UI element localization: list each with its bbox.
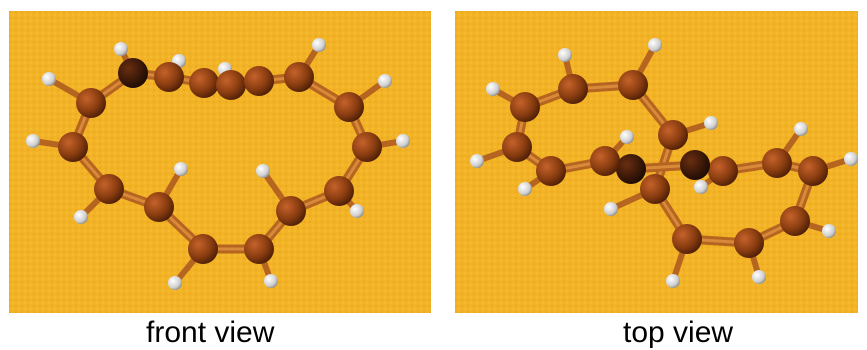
front-carbon-atom bbox=[324, 176, 354, 206]
top-hydrogen-atom bbox=[518, 182, 532, 196]
front-background bbox=[9, 11, 431, 313]
top-carbon-atom bbox=[708, 156, 738, 186]
top-carbon-atom bbox=[616, 154, 646, 184]
top-atoms bbox=[470, 38, 858, 288]
front-carbon-atom bbox=[189, 68, 219, 98]
front-carbon-atom bbox=[118, 58, 148, 88]
front-hydrogen-atom bbox=[26, 134, 40, 148]
top-carbon-atom bbox=[780, 206, 810, 236]
front-view-caption: front view bbox=[146, 316, 275, 349]
top-background bbox=[455, 11, 858, 313]
top-carbon-atom bbox=[640, 174, 670, 204]
top-carbon-atom bbox=[798, 156, 828, 186]
top-carbon-atom bbox=[510, 92, 540, 122]
front-carbon-atom bbox=[244, 234, 274, 264]
top-hydrogen-atom bbox=[486, 82, 500, 96]
top-carbon-atom bbox=[502, 132, 532, 162]
front-hydrogen-atom bbox=[396, 134, 410, 148]
top-view-caption: top view bbox=[623, 316, 734, 349]
front-carbon-atom bbox=[58, 132, 88, 162]
top-hydrogen-atom bbox=[470, 154, 484, 168]
front-hydrogen-atom bbox=[174, 162, 188, 176]
front-carbon-atom bbox=[144, 192, 174, 222]
top-carbon-atom bbox=[762, 148, 792, 178]
front-hydrogen-atom bbox=[378, 74, 392, 88]
front-carbon-atom bbox=[244, 66, 274, 96]
front-carbon-atom bbox=[216, 70, 246, 100]
front-hydrogen-atom bbox=[74, 210, 88, 224]
top-carbon-atom bbox=[680, 150, 710, 180]
front-hydrogen-atom bbox=[114, 42, 128, 56]
top-hydrogen-atom bbox=[666, 274, 680, 288]
front-atoms bbox=[26, 38, 410, 290]
front-hydrogen-atom bbox=[312, 38, 326, 52]
front-carbon-atom bbox=[188, 234, 218, 264]
top-hydrogen-atom bbox=[558, 48, 572, 62]
front-carbon-atom bbox=[352, 132, 382, 162]
top-carbon-atom bbox=[672, 224, 702, 254]
top-carbon-atom bbox=[536, 156, 566, 186]
top-hydrogen-atom bbox=[822, 224, 836, 238]
top-hydrogen-atom bbox=[794, 122, 808, 136]
top-view-molecule bbox=[455, 11, 858, 313]
front-carbon-atom bbox=[154, 62, 184, 92]
front-view-molecule bbox=[9, 11, 431, 313]
front-hydrogen-atom bbox=[168, 276, 182, 290]
top-carbon-atom bbox=[590, 146, 620, 176]
front-carbon-atom bbox=[334, 92, 364, 122]
front-hydrogen-atom bbox=[350, 204, 364, 218]
top-hydrogen-atom bbox=[620, 130, 634, 144]
top-hydrogen-atom bbox=[704, 116, 718, 130]
front-view-panel bbox=[9, 11, 431, 313]
front-carbon-atom bbox=[94, 174, 124, 204]
front-hydrogen-atom bbox=[42, 72, 56, 86]
top-hydrogen-atom bbox=[694, 180, 708, 194]
top-carbon-atom bbox=[734, 228, 764, 258]
top-hydrogen-atom bbox=[604, 202, 618, 216]
top-hydrogen-atom bbox=[752, 270, 766, 284]
top-carbon-atom bbox=[558, 74, 588, 104]
top-hydrogen-atom bbox=[648, 38, 662, 52]
front-carbon-atom bbox=[284, 62, 314, 92]
top-carbon-atom bbox=[658, 120, 688, 150]
top-carbon-atom bbox=[618, 70, 648, 100]
front-carbon-atom bbox=[276, 196, 306, 226]
front-hydrogen-atom bbox=[264, 274, 278, 288]
front-hydrogen-atom bbox=[256, 164, 270, 178]
top-hydrogen-atom bbox=[844, 152, 858, 166]
top-view-panel bbox=[455, 11, 858, 313]
front-carbon-atom bbox=[76, 88, 106, 118]
